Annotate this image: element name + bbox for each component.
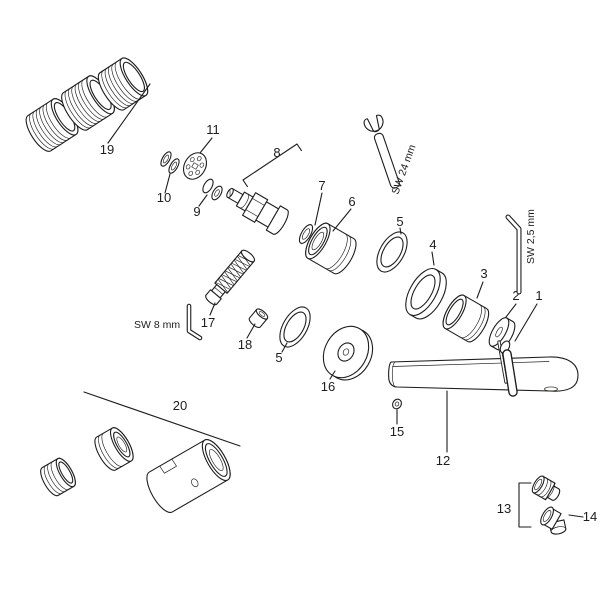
part-12-spout: 12	[388, 356, 579, 468]
leader-line-6	[332, 208, 352, 232]
part-label-4: 4	[429, 237, 436, 252]
part-4-escutcheon-ring: 4	[405, 237, 447, 320]
part-5-washer-lower: 5	[275, 306, 311, 365]
part-label-5a: 5	[396, 214, 403, 229]
allen-key-sw8-icon: SW 8 mm	[134, 303, 203, 341]
leader-line-11	[199, 137, 213, 154]
part-18-bushing: 18	[238, 308, 269, 352]
leader-line-17	[209, 302, 216, 316]
part-label-19: 19	[100, 142, 114, 157]
part-14-elbow: 14	[540, 506, 597, 535]
part-6-check-valve	[298, 224, 314, 244]
leader-line-1	[514, 303, 538, 342]
part-10-o-rings: 10	[157, 151, 180, 205]
part-label-5b: 5	[275, 350, 282, 365]
leader-line-19	[107, 83, 151, 144]
leader-line-3	[476, 281, 484, 299]
part-label-13: 13	[497, 501, 511, 516]
part-2-handle-cap: 2	[488, 288, 520, 351]
part-16-escutcheon-disc: 16	[321, 325, 374, 394]
part-label-3: 3	[480, 266, 487, 281]
leader-line-18	[246, 323, 256, 339]
part-label-15: 15	[390, 424, 404, 439]
part-13-aerator: 13	[497, 475, 561, 528]
part-label-17: 17	[201, 315, 215, 330]
part-label-1: 1	[535, 288, 542, 303]
part-label-16: 16	[321, 379, 335, 394]
part-label-8: 8	[273, 145, 280, 160]
part-label-7: 7	[318, 178, 325, 193]
leader-line-4	[431, 251, 435, 266]
leader-line-2	[505, 303, 517, 318]
part-label-11: 11	[206, 122, 220, 137]
leader-line-16	[329, 370, 336, 380]
allen-key-sw25-label: SW 2,5 mm	[525, 209, 537, 264]
leader-bracket-8	[242, 143, 302, 188]
allen-key-sw8-label: SW 8 mm	[134, 319, 180, 331]
part-11-carrier-disc: 11	[182, 122, 220, 180]
part-1-lever-handle: 1	[497, 288, 543, 397]
part-17-threaded-spindle: 17	[201, 249, 256, 330]
part-3-sleeve: 3	[442, 266, 490, 343]
leader-line-14	[568, 514, 584, 518]
leader-line-7	[314, 192, 323, 226]
part-label-18: 18	[238, 337, 252, 352]
part-15-screw: 15	[390, 398, 404, 439]
part-7-sleeve: 7 6	[305, 178, 357, 275]
leader-line-10	[164, 173, 171, 194]
leader-line-20	[83, 391, 241, 447]
part-20-basic-set: 20	[40, 391, 241, 513]
part-label-12: 12	[436, 453, 450, 468]
leader-line-5a	[399, 227, 402, 235]
leader-line-9	[198, 194, 208, 207]
part-label-20: 20	[173, 398, 187, 413]
part-5-washer-upper: 5	[376, 214, 408, 273]
part-9-seal-discs: 9	[193, 178, 223, 219]
part-label-9: 9	[193, 204, 200, 219]
leader-line-5b	[281, 342, 288, 353]
part-19-extension-sleeves: 19	[25, 57, 151, 157]
part-label-6: 6	[348, 194, 355, 209]
part-8-cartridge: 8	[226, 143, 302, 235]
allen-key-sw25-icon: SW 2,5 mm	[505, 209, 537, 295]
part-label-14: 14	[583, 509, 597, 524]
part-label-10: 10	[157, 190, 171, 205]
part-label-2: 2	[512, 288, 519, 303]
leader-bracket-13	[518, 482, 532, 528]
